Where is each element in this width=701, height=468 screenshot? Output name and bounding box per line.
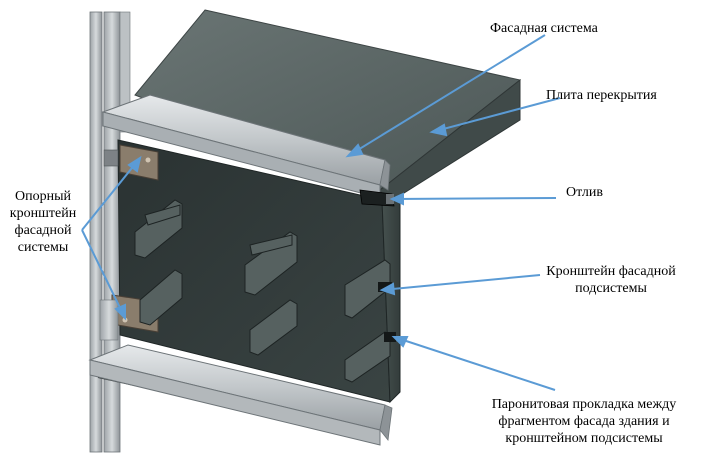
label-gasket: Паронитовая прокладка между фрагментом ф… (470, 396, 698, 447)
leader-support-lower (81, 229, 126, 319)
label-drip: Отлив (566, 185, 603, 200)
leader-facade-system (347, 34, 546, 157)
leader-drip (391, 197, 557, 200)
leader-floor-slab (431, 97, 561, 133)
label-gasket-line-1: Паронитовая прокладка между (491, 397, 677, 412)
label-support-bracket-line-4: системы (17, 240, 69, 255)
paronite-gaskets (378, 282, 396, 342)
top-horizontal-profile (101, 94, 391, 199)
bottom-horizontal-profile (88, 344, 393, 446)
leader-lines (81, 34, 561, 391)
label-gasket-line-2: фрагментом фасада здания и (498, 414, 670, 429)
leader-gasket (393, 336, 556, 391)
leader-support-upper (81, 157, 141, 231)
leader-subsystem-bracket (381, 274, 541, 291)
label-support-bracket-line-3: фасадной (14, 223, 72, 238)
label-subsystem-bracket-line-2: подсистемы (575, 281, 647, 296)
label-support-bracket: Опорный кронштейн фасадной системы (4, 188, 82, 256)
label-support-bracket-line-2: кронштейн (9, 206, 77, 221)
label-subsystem-bracket-line-1: Кронштейн фасадной (546, 264, 676, 279)
subsystem-brackets (134, 199, 391, 383)
label-support-bracket-line-1: Опорный (15, 189, 71, 204)
label-subsystem-bracket: Кронштейн фасадной подсистемы (526, 263, 696, 297)
label-floor-slab: Плита перекрытия (546, 88, 657, 103)
label-gasket-line-3: кронштейном подсистемы (505, 431, 663, 446)
label-facade-system: Фасадная система (490, 21, 598, 36)
